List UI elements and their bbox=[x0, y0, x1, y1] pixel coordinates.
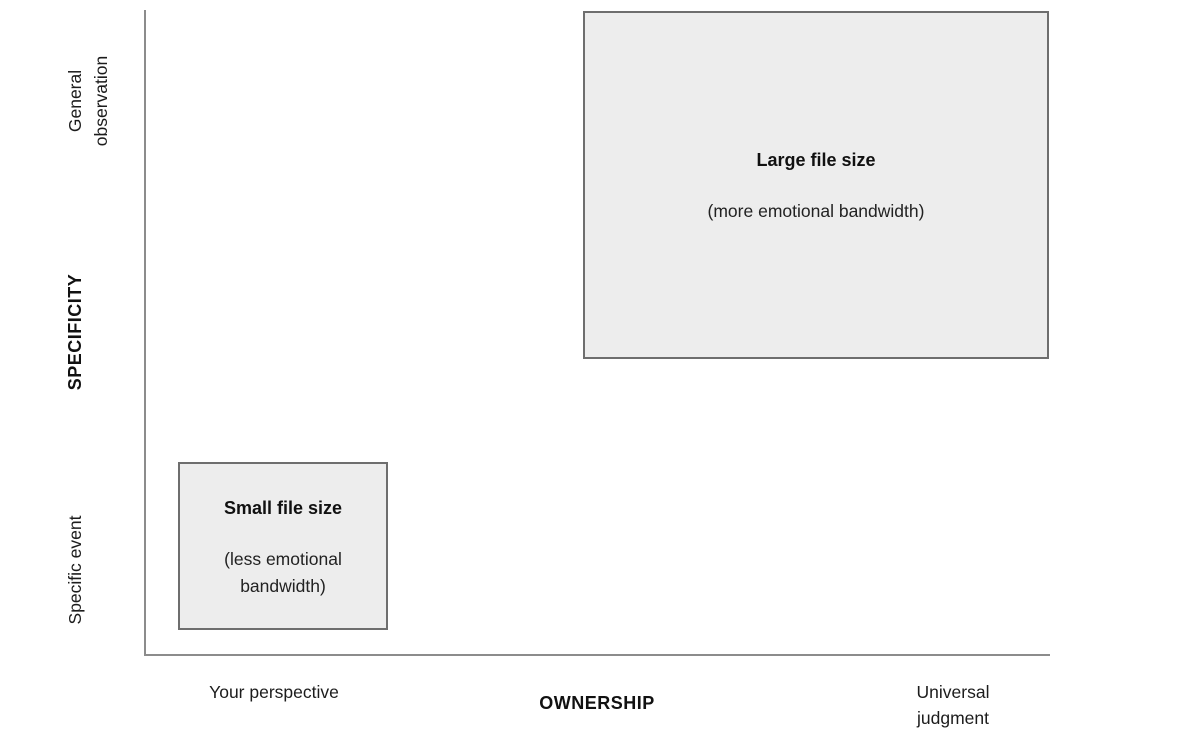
x-axis-line bbox=[144, 654, 1050, 656]
small-box-title: Small file size bbox=[223, 498, 343, 518]
y-axis-line bbox=[144, 10, 146, 656]
y-axis-bottom-label: Specific event bbox=[65, 515, 85, 625]
y-axis-title: SPECIFICITY bbox=[65, 273, 85, 391]
quadrant-box-large-file-size: Large file size (more emotional bandwidt… bbox=[583, 11, 1049, 359]
small-box-subtitle: (less emotional bandwidth) bbox=[224, 549, 342, 596]
x-axis-title: OWNERSHIP bbox=[539, 693, 655, 713]
quadrant-box-small-file-size: Small file size (less emotional bandwidt… bbox=[178, 462, 388, 630]
x-axis-right-label: Universal judgment bbox=[916, 682, 990, 728]
y-axis-top-label: General observation bbox=[65, 55, 111, 147]
x-axis-left-label: Your perspective bbox=[209, 682, 339, 702]
large-box-subtitle: (more emotional bandwidth) bbox=[707, 201, 925, 221]
large-box-title: Large file size bbox=[756, 150, 876, 170]
